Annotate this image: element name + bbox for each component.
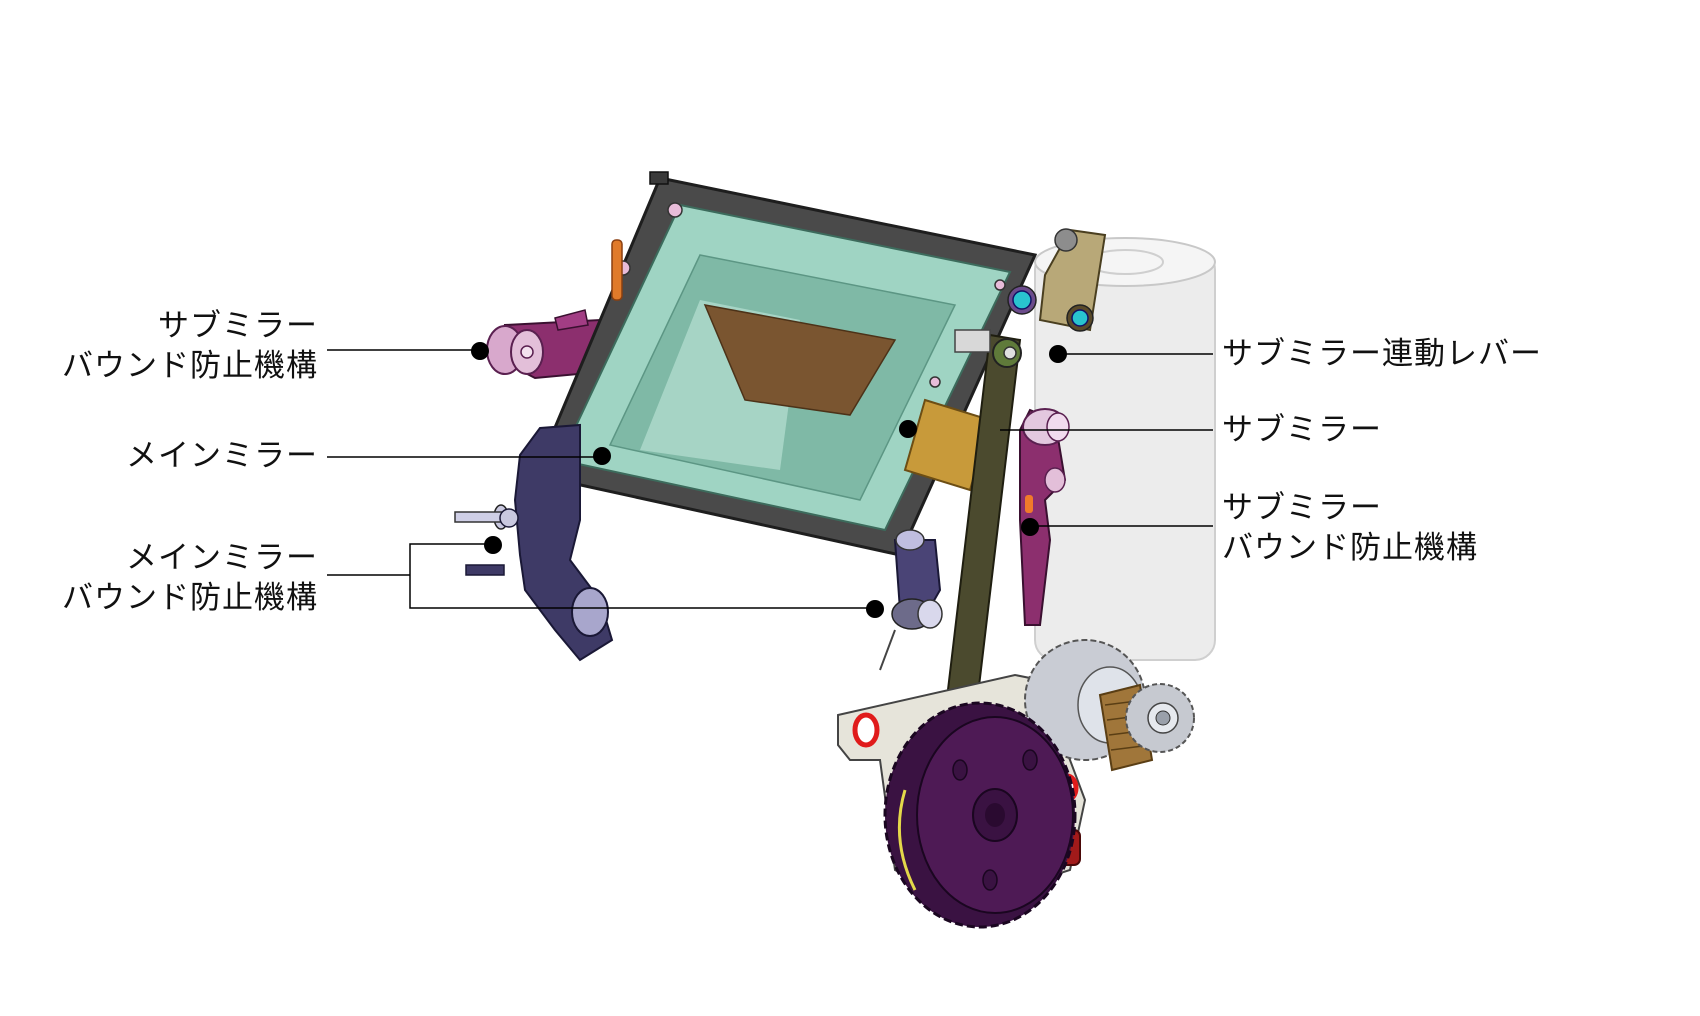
dot-sub-mirror-bound-left bbox=[471, 342, 489, 360]
leader-lines bbox=[327, 349, 1213, 609]
label-sub-mirror: サブミラー bbox=[1222, 412, 1382, 448]
sub-mirror-bound-arm-left bbox=[486, 309, 601, 380]
dot-sub-mirror bbox=[899, 420, 917, 438]
callout-dots bbox=[471, 342, 1067, 618]
main-mirror-assembly bbox=[532, 171, 1038, 557]
dot-sub-mirror-link-lever bbox=[1049, 345, 1067, 363]
label-main-mirror-bound-prevention: メインミラー バウンド防止機構 bbox=[62, 540, 318, 616]
pinion-gear bbox=[1125, 683, 1195, 753]
dot-main-mirror-bound-lower bbox=[866, 600, 884, 618]
label-sub-mirror-bound-prevention-left: サブミラー バウンド防止機構 bbox=[62, 308, 318, 384]
dot-main-mirror bbox=[593, 447, 611, 465]
label-sub-mirror-link-lever: サブミラー連動レバー bbox=[1222, 336, 1542, 372]
dot-main-mirror-bound-upper bbox=[484, 536, 502, 554]
label-main-mirror: メインミラー bbox=[126, 438, 318, 474]
drive-gear bbox=[883, 701, 1077, 929]
main-mirror-bound-arm bbox=[454, 423, 614, 662]
sub-mirror-arm-right bbox=[1019, 408, 1070, 626]
dot-sub-mirror-bound-right bbox=[1021, 518, 1039, 536]
sub-mirror-holder bbox=[903, 398, 992, 492]
label-sub-mirror-bound-prevention-right: サブミラー バウンド防止機構 bbox=[1222, 490, 1478, 566]
main-mirror-bound-pulley-right bbox=[879, 529, 943, 671]
sub-mirror-lever-top bbox=[954, 228, 1107, 353]
